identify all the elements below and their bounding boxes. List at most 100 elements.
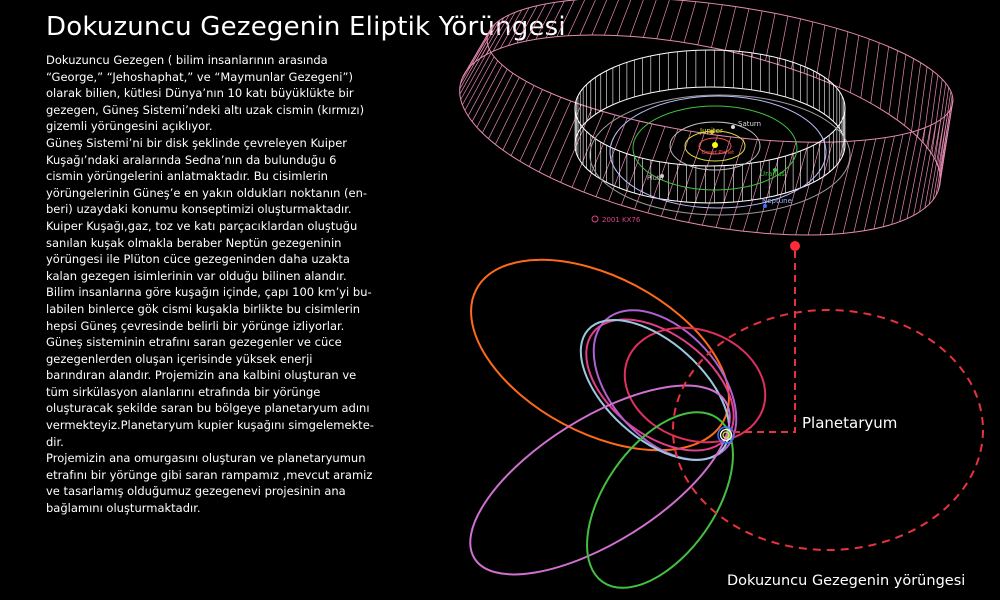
band-hatch-line [870,42,880,104]
band-hatch-line [715,138,745,228]
band-hatch-line [535,2,555,40]
pluto-orbit [589,94,851,216]
band-hatch-line [815,24,826,78]
band-hatch-line [879,46,890,109]
band-hatch-line [934,83,947,160]
band-hatch-line [502,85,535,151]
band-hatch-line [492,12,516,52]
band-hatch-line [462,52,492,106]
band-hatch-line [842,139,866,234]
band-hatch-line [538,100,572,173]
band-hatch-line [556,0,575,37]
uranus-planet-icon [773,168,777,172]
band-hatch-line [742,140,771,232]
band-hatch-line [724,6,737,51]
band-hatch-line [519,93,552,162]
orbit-magenta [469,384,731,576]
band-hatch-line [931,79,943,155]
band-hatch-line [938,91,952,171]
band-hatch-line [621,123,653,206]
band-hatch-line [482,73,514,134]
pluto-label: Pluto [647,174,663,182]
band-hatch-line [827,28,837,83]
band-hatch-line [467,60,499,117]
band-hatch-line [765,13,776,61]
orbit-crimson [623,326,767,444]
jupiter-label: Jupiter [699,127,723,135]
planet-nine-marker [790,241,800,251]
kuiper-belt-top-rim [574,49,846,167]
band-hatch-line [516,5,538,44]
saturn-orbit [669,121,761,171]
band-hatch-line [466,26,493,71]
band-hatch-line [738,8,750,54]
kx76-object-icon [591,215,599,223]
band-hatch-line [480,17,505,59]
uranus-orbit [632,105,798,191]
elliptic-orbits-view [469,258,984,589]
band-hatch-line [839,31,849,88]
orbit-lightblue [579,319,731,461]
band-hatch-line [896,54,907,120]
band-hatch-line [924,119,942,209]
band-hatch-line [670,0,683,41]
sun-icon [712,142,718,148]
planetaryum-target-middle [719,428,733,442]
saturn-planet-icon [731,125,735,129]
band-hatch-line [928,116,945,205]
band-hatch-line [807,141,833,236]
band-hatch-line [571,111,604,188]
paragraph-intro: Dokuzuncu Gezegen ( bilim insanlarının a… [46,53,365,134]
band-hatch-line [782,142,809,235]
band-hatch-line [803,21,814,74]
band-hatch-line [927,75,939,149]
band-hatch-line [911,62,922,132]
pink-band-upper-rim [486,0,954,143]
band-hatch-line [860,38,870,98]
band-hatch-line [616,0,632,36]
band-hatch-line [470,23,496,67]
pink-band-hatch [459,0,954,236]
band-hatch-line [656,0,670,39]
band-hatch-line [888,50,898,115]
pink-band-lower-rim [459,34,941,236]
orbit-orange [470,258,730,452]
band-hatch-line [873,135,895,229]
band-hatch-line [795,142,821,235]
planetaryum-label: Planetaryum [802,414,897,432]
band-hatch-line [474,20,500,63]
band-hatch-line [567,0,586,36]
band-hatch-line [697,2,710,45]
band-hatch-line [939,95,953,176]
band-hatch-line [525,3,546,42]
band-hatch-line [688,135,718,223]
uranus-label: Uranus [760,170,785,178]
band-hatch-line [595,117,628,197]
band-hatch-line [904,58,914,126]
band-hatch-line [751,10,763,58]
band-hatch-line [831,140,856,235]
kx76-label: 2001 KX76 [602,216,641,224]
band-hatch-line [769,141,797,234]
band-hatch-line [643,0,657,38]
kuiper-belt-hatch [574,50,846,203]
band-hatch-line [882,134,904,227]
description-text: Dokuzuncu Gezegen ( bilim insanlarının a… [46,52,376,517]
band-hatch-line [476,68,508,128]
inner-orbit [698,137,732,155]
band-hatch-line [488,77,520,139]
band-hatch-line [899,130,919,222]
jupiter-planet-icon [710,130,714,134]
band-hatch-line [486,14,510,55]
band-hatch-line [906,127,926,219]
band-hatch-line [634,126,666,210]
band-hatch-line [939,98,954,181]
band-hatch-line [647,128,679,214]
band-hatch-line [528,97,562,167]
band-hatch-line [460,48,490,100]
orbit-green [586,411,734,589]
neptune-orbit [609,95,827,209]
band-hatch-line [510,89,543,156]
diagram-caption: Dokuzuncu Gezegenin yörüngesi [727,573,965,589]
